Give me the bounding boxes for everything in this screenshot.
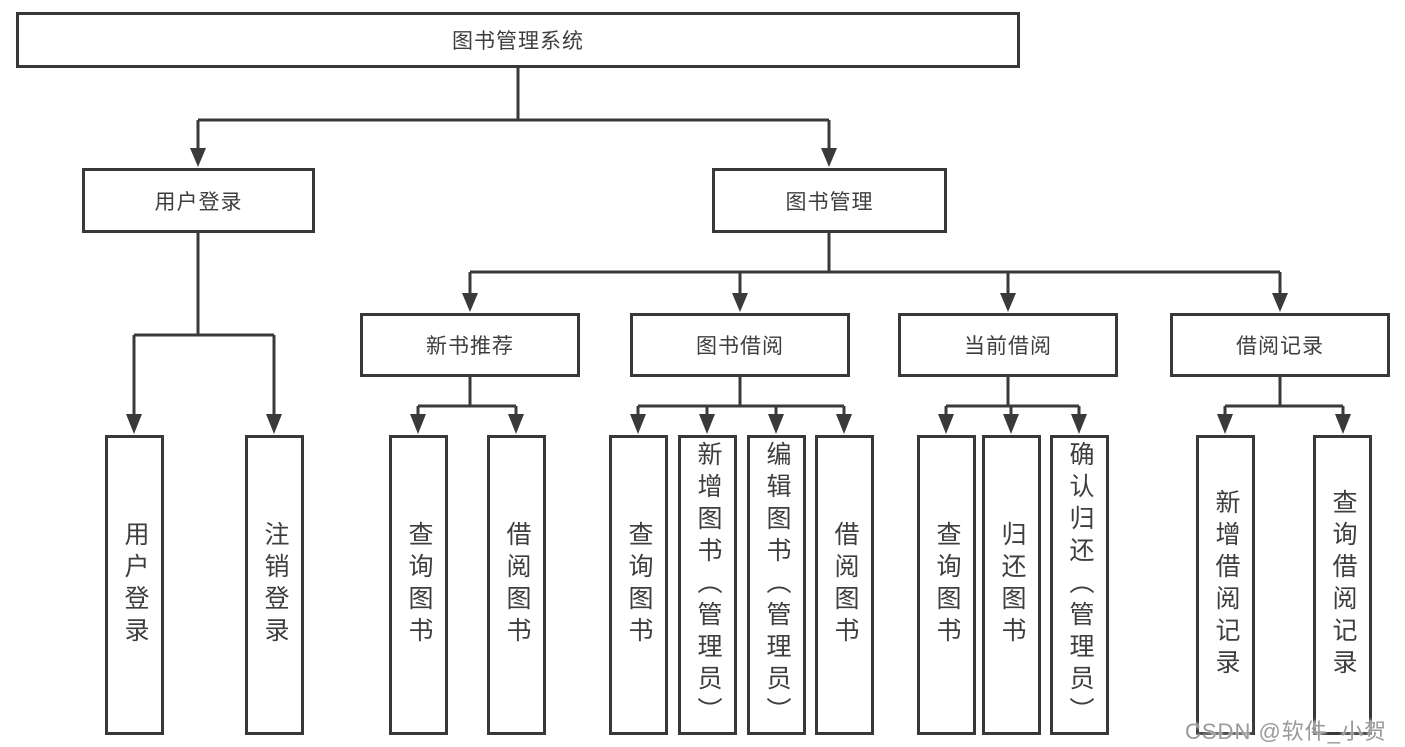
leaf-current-confirm-return-admin: 确认归还（管理员） — [1050, 435, 1109, 735]
leaf-label: 新增图书（管理员） — [694, 441, 722, 729]
leaf-borrowing-add-books-admin: 新增图书（管理员） — [678, 435, 737, 735]
leaf-label: 查询图书 — [405, 521, 433, 649]
leaf-newbook-borrow-books: 借阅图书 — [487, 435, 546, 735]
leaf-records-add-record: 新增借阅记录 — [1196, 435, 1255, 735]
leaf-label: 借阅图书 — [503, 521, 531, 649]
leaf-borrowing-query-books: 查询图书 — [609, 435, 668, 735]
leaf-current-query-books: 查询图书 — [917, 435, 976, 735]
watermark-text: CSDN @软件_小贺同学 — [1185, 719, 1388, 744]
leaf-label: 新增借阅记录 — [1212, 489, 1240, 681]
node-new-book-recommend: 新书推荐 — [360, 313, 580, 377]
node-library-system: 图书管理系统 — [16, 12, 1020, 68]
leaf-borrowing-edit-books-admin: 编辑图书（管理员） — [747, 435, 806, 735]
leaf-user-login: 用户登录 — [105, 435, 164, 735]
leaf-newbook-query-books: 查询图书 — [389, 435, 448, 735]
leaf-borrowing-borrow-books: 借阅图书 — [815, 435, 874, 735]
leaf-label: 查询图书 — [625, 521, 653, 649]
leaf-logout-login: 注销登录 — [245, 435, 304, 735]
leaf-label: 借阅图书 — [831, 521, 859, 649]
arrowheads — [126, 148, 1351, 434]
node-borrow-records: 借阅记录 — [1170, 313, 1390, 377]
leaf-records-query-record: 查询借阅记录 — [1313, 435, 1372, 735]
node-book-borrowing: 图书借阅 — [630, 313, 850, 377]
leaf-label: 归还图书 — [998, 521, 1026, 649]
leaf-label: 查询图书 — [933, 521, 961, 649]
node-book-management: 图书管理 — [712, 168, 947, 233]
node-current-borrowing: 当前借阅 — [898, 313, 1118, 377]
leaf-label: 用户登录 — [121, 521, 149, 649]
leaf-label: 查询借阅记录 — [1329, 489, 1357, 681]
leaf-label: 注销登录 — [261, 521, 289, 649]
node-user-login: 用户登录 — [82, 168, 315, 233]
leaf-label: 确认归还（管理员） — [1066, 441, 1094, 729]
leaf-current-return-books: 归还图书 — [982, 435, 1041, 735]
leaf-label: 编辑图书（管理员） — [763, 441, 791, 729]
